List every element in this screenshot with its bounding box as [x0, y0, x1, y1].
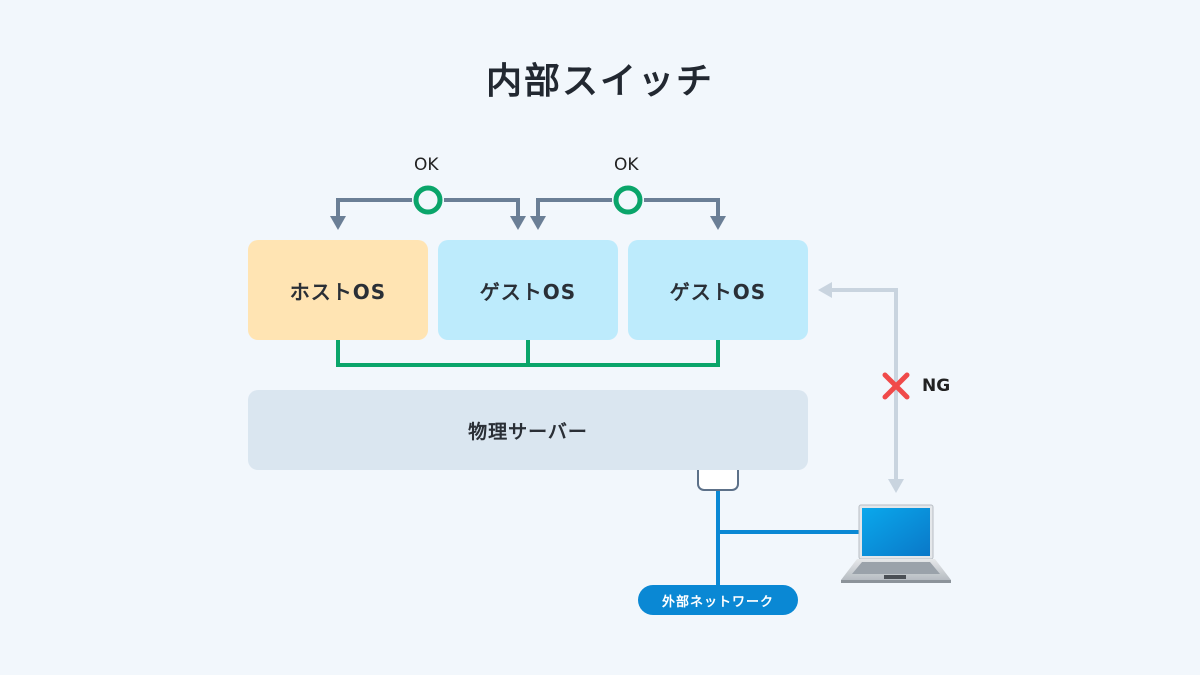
ok-arrow-host-guest	[336, 198, 520, 218]
ng-cross-icon	[882, 372, 910, 400]
host-os-box: ホストOS	[248, 240, 428, 340]
ok-circle-icon	[413, 185, 443, 215]
ng-arrow	[832, 288, 898, 480]
guest-os-label: ゲストOS	[479, 279, 577, 304]
diagram-title: 内部スイッチ	[485, 61, 714, 102]
arrowhead-icon	[888, 479, 904, 493]
arrowhead-icon	[710, 216, 726, 230]
guest-os-box: ゲストOS	[438, 240, 618, 340]
ok-label: OK	[414, 155, 439, 175]
laptop-icon	[841, 504, 951, 583]
guest-os-box: ゲストOS	[628, 240, 808, 340]
ok-label: OK	[614, 155, 639, 175]
ok-arrow-guest-guest	[536, 198, 720, 218]
arrowhead-icon	[330, 216, 346, 230]
physical-server-box: 物理サーバー	[248, 390, 808, 470]
guest-os-label: ゲストOS	[669, 279, 767, 304]
arrowhead-icon	[818, 282, 832, 298]
external-network-label: 外部ネットワーク	[661, 594, 774, 610]
internal-switch-bus	[336, 340, 720, 367]
external-network-line	[716, 490, 860, 586]
ng-label: NG	[922, 376, 951, 396]
host-os-label: ホストOS	[289, 279, 387, 304]
physical-server-label: 物理サーバー	[468, 420, 588, 443]
external-network-badge: 外部ネットワーク	[638, 585, 798, 615]
arrowhead-icon	[530, 216, 546, 230]
arrowhead-icon	[510, 216, 526, 230]
ok-circle-icon	[613, 185, 643, 215]
